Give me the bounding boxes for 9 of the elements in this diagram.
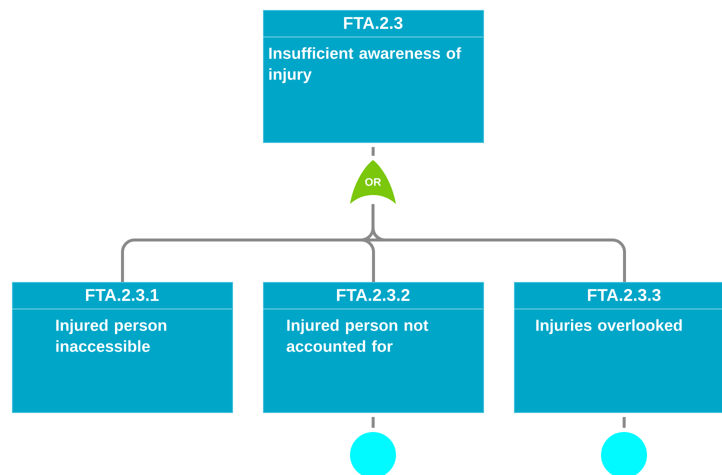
event-box: FTA.2.3.3 Injuries overlooked <box>514 282 722 413</box>
event-box: FTA.2.3 Insufficient awareness of injury <box>262 10 484 143</box>
connector-line <box>372 204 626 282</box>
event-box: FTA.2.3.2 Injured person not accounted for <box>262 282 484 413</box>
or-gate: OR <box>350 160 396 204</box>
connector-line <box>622 417 626 428</box>
connector-line <box>372 147 375 156</box>
connector-line <box>372 417 375 428</box>
event-box: FTA.2.3.1 Injured person inaccessible <box>12 282 233 413</box>
